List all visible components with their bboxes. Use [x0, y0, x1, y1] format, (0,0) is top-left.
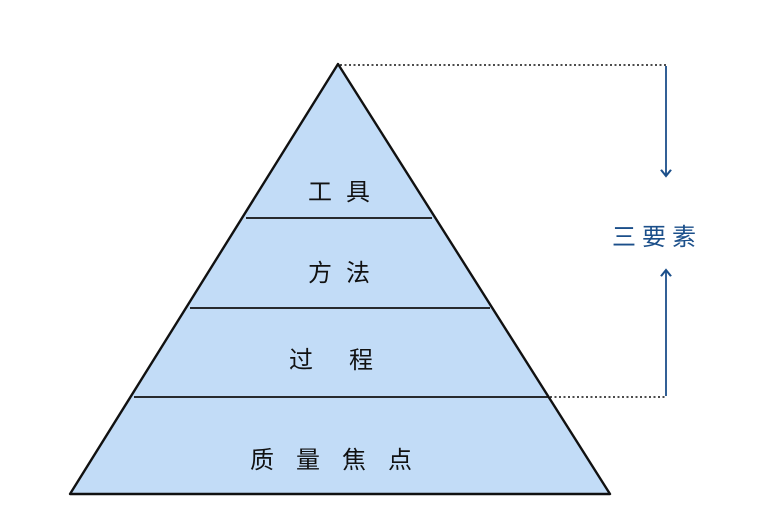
pyramid-shape [68, 62, 612, 496]
layer-label-process: 过程 [289, 346, 409, 374]
layer-label-tools: 工具 [308, 178, 384, 206]
layer-label-methods: 方法 [308, 259, 384, 287]
three-elements-label: 三要素 [612, 223, 702, 251]
layer-label-quality: 质量焦点 [250, 446, 434, 474]
